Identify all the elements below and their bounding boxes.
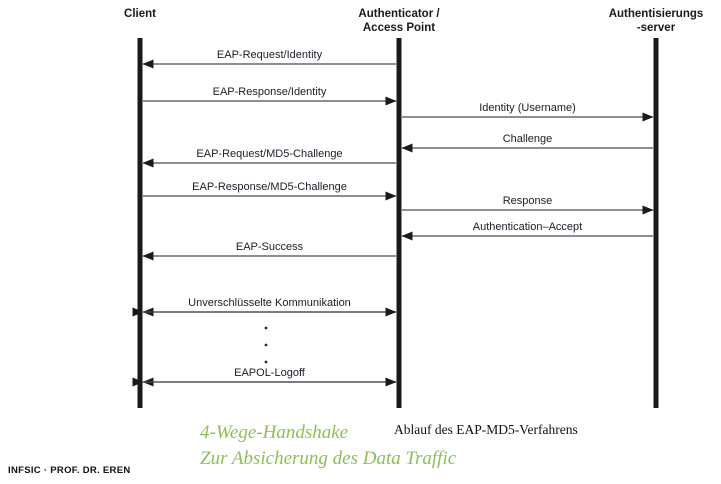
actor-label-auth-server: Authentisierungs [609, 8, 704, 20]
diagram-title: Ablauf des EAP-MD5-Verfahrens [394, 422, 578, 437]
message-label-m1: EAP-Request/Identity [217, 49, 323, 61]
message-m6: EAP-Response/MD5-Challenge [143, 181, 397, 201]
message-label-m4: Challenge [503, 133, 553, 145]
message-m3: Identity (Username) [402, 102, 654, 122]
actor-label-authenticator: Authenticator / [358, 8, 440, 20]
message-label-m11: EAPOL-Logoff [234, 367, 306, 379]
continuation-dot-2 [264, 343, 268, 347]
message-m4: Challenge [401, 133, 653, 153]
continuation-dot-1 [264, 326, 268, 330]
message-arrows: EAP-Request/IdentityEAP-Response/Identit… [132, 49, 654, 387]
message-label-m9: EAP-Success [236, 241, 304, 253]
lifelines [137, 38, 659, 408]
message-label-m5: EAP-Request/MD5-Challenge [196, 148, 342, 160]
message-label-m2: EAP-Response/Identity [213, 86, 327, 98]
continuation-dots [264, 326, 268, 364]
caption-green-line2: Zur Absicherung des Data Traffic [200, 448, 457, 469]
message-m5: EAP-Request/MD5-Challenge [142, 148, 396, 168]
footer-credit: INFSIC · PROF. DR. EREN [8, 465, 131, 476]
message-label-m8: Authentication–Accept [473, 221, 582, 233]
message-m11: EAPOL-Logoff [132, 367, 397, 387]
message-m9: EAP-Success [142, 241, 396, 261]
message-label-m7: Response [503, 195, 553, 207]
message-label-m3: Identity (Username) [479, 102, 576, 114]
message-m10: Unverschlüsselte Kommunikation [132, 297, 397, 317]
actor-label-authenticator-line2: Access Point [363, 22, 435, 34]
actor-label-auth-server-line2: -server [637, 22, 676, 34]
message-label-m6: EAP-Response/MD5-Challenge [192, 181, 347, 193]
caption-green-line1: 4-Wege-Handshake [200, 422, 348, 443]
actor-headers: Client Authenticator / Access Point Authent… [124, 8, 703, 34]
message-m1: EAP-Request/Identity [142, 49, 396, 69]
message-m8: Authentication–Accept [401, 221, 653, 241]
message-label-m10: Unverschlüsselte Kommunikation [188, 297, 351, 309]
message-m7: Response [402, 195, 654, 215]
actor-label-client: Client [124, 8, 156, 20]
continuation-dot-3 [264, 360, 268, 364]
message-m2: EAP-Response/Identity [143, 86, 397, 106]
